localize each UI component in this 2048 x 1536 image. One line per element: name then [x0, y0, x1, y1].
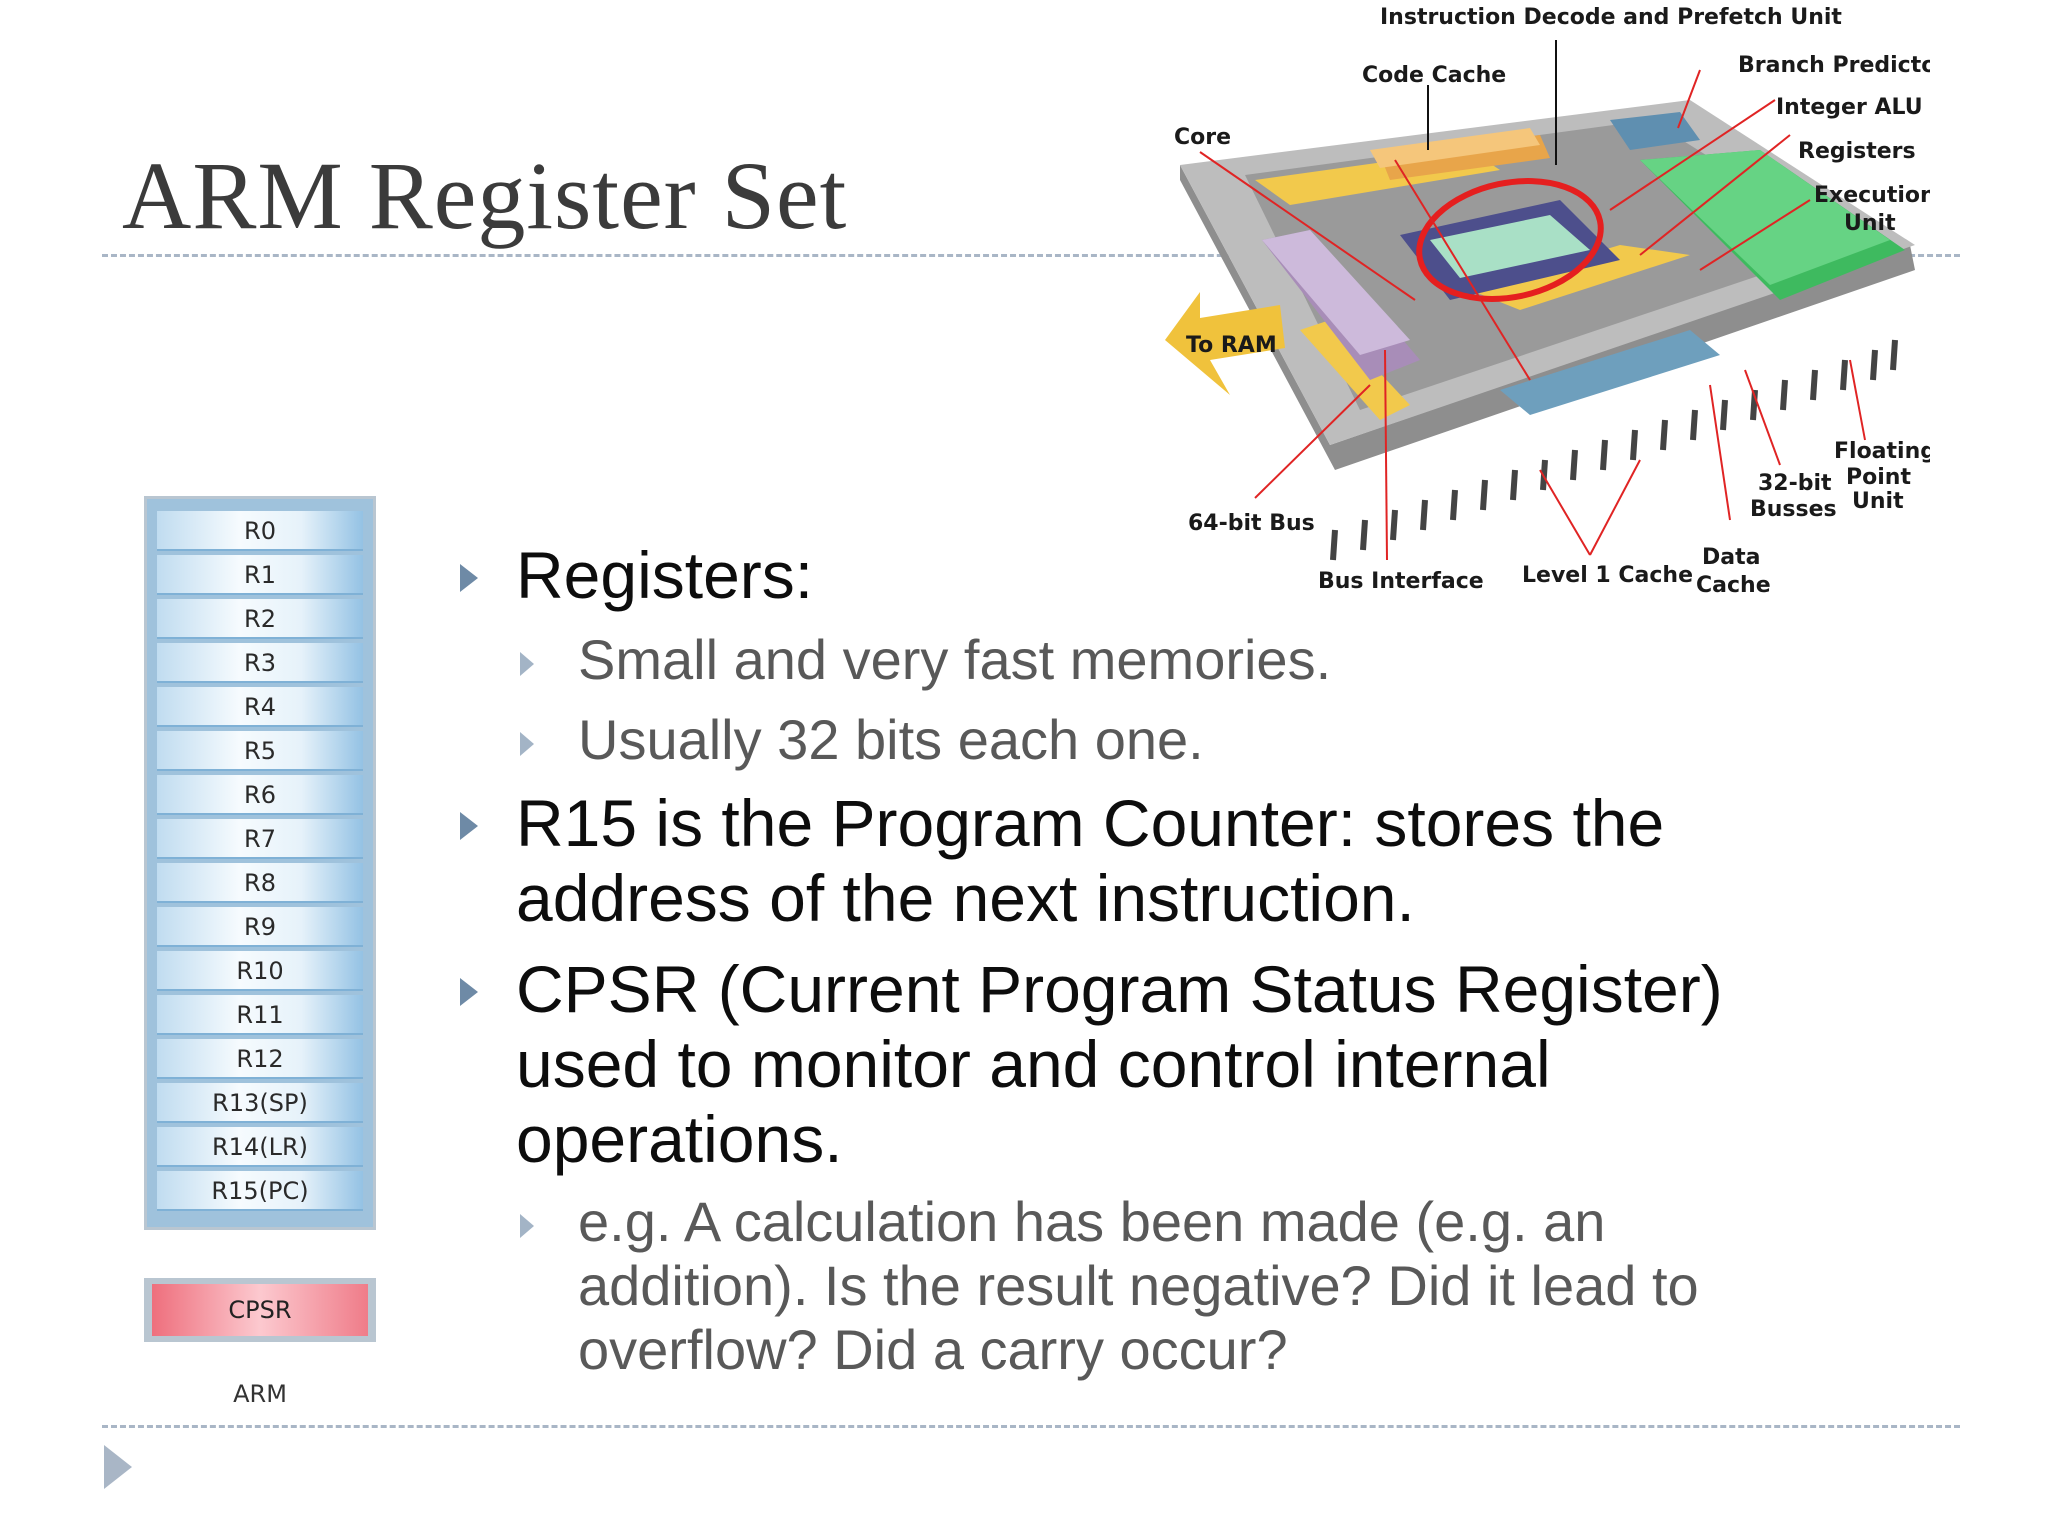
- sub-bullet-text: addition). Is the result negative? Did i…: [578, 1254, 1699, 1317]
- register-cell: R2: [157, 599, 363, 639]
- label-fpu: Point: [1846, 465, 1911, 490]
- register-cell: R6: [157, 775, 363, 815]
- slide-corner-arrow-icon: [104, 1445, 132, 1489]
- label-fpu: Floating: [1834, 439, 1930, 464]
- sub-bullet-arrow-icon: [520, 732, 534, 756]
- label-idpu: Instruction Decode and Prefetch Unit: [1380, 5, 1842, 30]
- sub-bullet-arrow-icon: [520, 1214, 534, 1238]
- register-cell: R13(SP): [157, 1083, 363, 1123]
- cpsr-register: CPSR: [144, 1278, 376, 1342]
- register-cell: R1: [157, 555, 363, 595]
- register-cell: R12: [157, 1039, 363, 1079]
- register-cell: R7: [157, 819, 363, 859]
- register-cell: R5: [157, 731, 363, 771]
- branch-predictor-block: [1610, 112, 1700, 150]
- label-execution-unit: Execution: [1814, 183, 1930, 208]
- sub-bullet-text: e.g. A calculation has been made (e.g. a…: [578, 1190, 1606, 1253]
- label-data-cache: Data: [1702, 545, 1760, 570]
- arch-label: ARM: [233, 1380, 287, 1408]
- label-fpu: Unit: [1852, 489, 1904, 514]
- bullet-cpsr-line: used to monitor and control internal: [516, 1027, 1551, 1101]
- label-registers: Registers: [1798, 139, 1916, 164]
- sub-bullet-text: overflow? Did a carry occur?: [578, 1318, 1288, 1381]
- bullet-arrow-icon: [460, 978, 478, 1006]
- label-data-cache: Cache: [1696, 573, 1771, 598]
- sub-bullet-text: Usually 32 bits each one.: [578, 708, 1204, 771]
- label-32bit-busses: 32-bit: [1758, 471, 1832, 496]
- sub-bullet-text: Small and very fast memories.: [578, 628, 1332, 691]
- bullet-cpsr-line: CPSR (Current Program Status Register): [516, 952, 1723, 1026]
- register-cell: R15(PC): [157, 1171, 363, 1211]
- level1-cache-block: [1500, 330, 1720, 415]
- registers-highlight-ellipse: [1416, 178, 1604, 302]
- to-ram-arrow-icon: [1165, 292, 1285, 395]
- register-cell: R3: [157, 643, 363, 683]
- register-cell: R8: [157, 863, 363, 903]
- label-64bit-bus: 64-bit Bus: [1188, 511, 1315, 536]
- register-stack: R0 R1 R2 R3 R4 R5 R6 R7 R8 R9 R10 R11 R1…: [144, 496, 376, 1230]
- footer-divider: [102, 1425, 1960, 1428]
- label-core: Core: [1174, 125, 1231, 150]
- bullet-arrow-icon: [460, 564, 478, 592]
- label-bus-interface: Bus Interface: [1318, 569, 1484, 594]
- register-cell: R0: [157, 511, 363, 551]
- register-cell: R14(LR): [157, 1127, 363, 1167]
- chip-pins: [1330, 339, 1898, 561]
- label-to-ram: To RAM: [1186, 333, 1277, 358]
- register-cell: R11: [157, 995, 363, 1035]
- slide-title: ARM Register Set: [122, 142, 848, 249]
- label-code-cache: Code Cache: [1362, 63, 1506, 88]
- cpsr-label: CPSR: [152, 1284, 368, 1336]
- register-cell: R9: [157, 907, 363, 947]
- register-cell: R10: [157, 951, 363, 991]
- label-level1-cache: Level 1 Cache: [1522, 563, 1693, 588]
- register-cell: R4: [157, 687, 363, 727]
- label-execution-unit: Unit: [1844, 211, 1896, 236]
- bullet-registers: Registers:: [516, 538, 814, 612]
- bullet-pc-line: R15 is the Program Counter: stores the: [516, 786, 1665, 860]
- sub-bullet-arrow-icon: [520, 652, 534, 676]
- label-integer-alu: Integer ALU: [1776, 95, 1923, 120]
- title-divider: [102, 254, 1960, 257]
- bullet-pc-line: address of the next instruction.: [516, 861, 1415, 935]
- cpu-diagram: Instruction Decode and Prefetch Unit Cod…: [1165, 5, 1930, 598]
- bullet-arrow-icon: [460, 812, 478, 840]
- bullet-cpsr-line: operations.: [516, 1102, 843, 1176]
- label-32bit-busses: Busses: [1750, 497, 1837, 522]
- label-branch-predictor: Branch Predictor: [1738, 53, 1930, 78]
- chip-package-side: [1180, 165, 1915, 470]
